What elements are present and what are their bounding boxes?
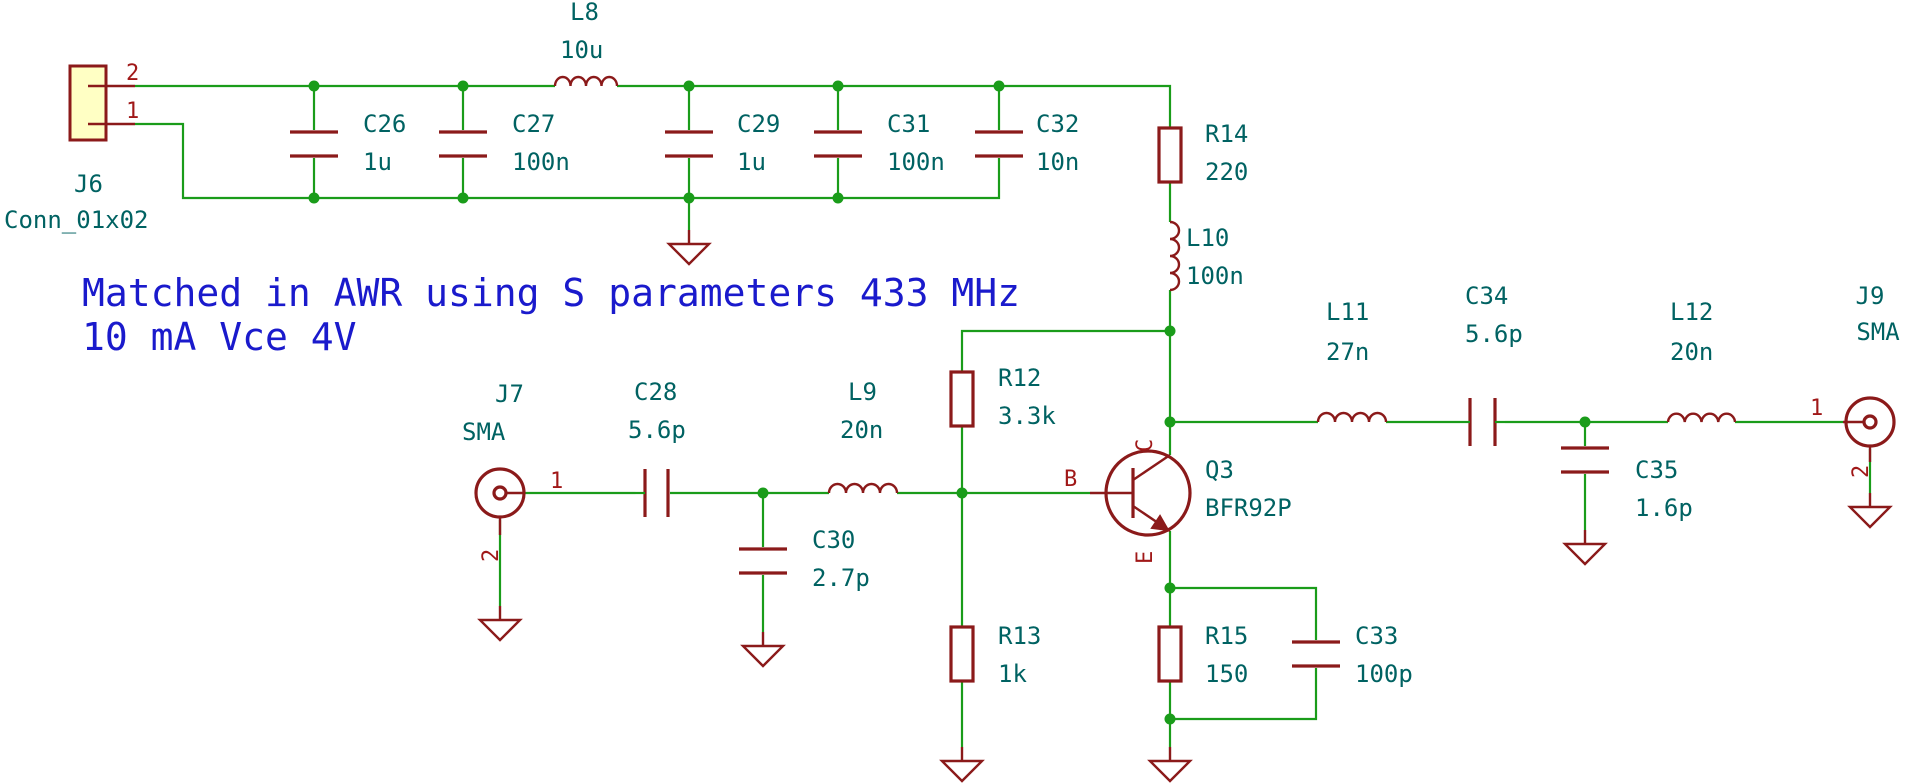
capacitor-c34: C34 5.6p (1460, 282, 1523, 446)
q3-pin-b: B (1064, 467, 1077, 492)
j6-pin-2: 2 (126, 61, 139, 86)
inductor-l12: L12 20n (1666, 298, 1737, 423)
q3-ref: Q3 (1205, 456, 1234, 484)
capacitor-c32: C32 10n (975, 110, 1079, 176)
c28-value: 5.6p (628, 416, 686, 444)
connector-j7: 1 2 J7 SMA (462, 380, 563, 562)
j9-ref: J9 (1856, 282, 1885, 310)
l8-value: 10u (560, 36, 603, 64)
r13-ref: R13 (998, 622, 1041, 650)
j7-ref: J7 (495, 380, 524, 408)
resistor-r14: R14 220 (1157, 120, 1248, 186)
capacitor-c28: C28 5.6p (628, 378, 686, 517)
capacitor-c35: C35 1.6p (1561, 446, 1693, 522)
ground-symbol (1148, 745, 1192, 783)
capacitor-c31: C31 100n (814, 110, 945, 176)
r12-value: 3.3k (998, 402, 1056, 430)
c33-value: 100p (1355, 660, 1413, 688)
j7-value: SMA (462, 418, 506, 446)
c34-value: 5.6p (1465, 320, 1523, 348)
ground-symbol (1563, 528, 1607, 566)
inductor-l11: L11 27n (1316, 298, 1388, 423)
c29-value: 1u (737, 148, 766, 176)
c31-ref: C31 (887, 110, 930, 138)
r15-value: 150 (1205, 660, 1248, 688)
ground-symbol (478, 604, 522, 642)
l10-ref: L10 (1186, 224, 1229, 252)
capacitor-c26: C26 1u (290, 110, 406, 176)
ground-symbol (741, 630, 785, 668)
j6-pin-1: 1 (126, 99, 139, 124)
j7-pin-2: 2 (479, 549, 504, 562)
ground-symbol (1848, 491, 1892, 529)
r13-value: 1k (998, 660, 1027, 688)
l10-value: 100n (1186, 262, 1244, 290)
c28-ref: C28 (634, 378, 677, 406)
j9-value: SMA (1856, 318, 1900, 346)
l11-ref: L11 (1326, 298, 1369, 326)
transistor-q3: B C E Q3 BFR92P (1064, 439, 1292, 564)
c32-ref: C32 (1036, 110, 1079, 138)
j9-pin-2: 2 (1849, 465, 1874, 478)
junctions (308, 80, 1591, 725)
wires (135, 84, 1872, 747)
note-line-1: Matched in AWR using S parameters 433 MH… (82, 271, 1020, 315)
capacitor-c33: C33 100p (1292, 622, 1413, 688)
connector-j9: 1 2 J9 SMA (1810, 282, 1900, 478)
c26-value: 1u (363, 148, 392, 176)
c33-ref: C33 (1355, 622, 1398, 650)
capacitor-c30: C30 2.7p (739, 526, 870, 592)
wire-ground-rail (135, 122, 1001, 200)
inductor-l10: L10 100n (1169, 220, 1244, 292)
l12-value: 20n (1670, 338, 1713, 366)
r15-ref: R15 (1205, 622, 1248, 650)
resistor-r15: R15 150 (1157, 622, 1248, 688)
c30-ref: C30 (812, 526, 855, 554)
design-note: Matched in AWR using S parameters 433 MH… (82, 271, 1020, 359)
q3-pin-e: E (1133, 551, 1158, 564)
l12-ref: L12 (1670, 298, 1713, 326)
c30-value: 2.7p (812, 564, 870, 592)
c31-value: 100n (887, 148, 945, 176)
j6-value: Conn_01x02 (4, 206, 149, 234)
l8-ref: L8 (570, 0, 599, 26)
wire-supply-rail-2 (617, 84, 1172, 128)
inductor-l8: L8 10u (553, 0, 619, 87)
j7-pin-1: 1 (550, 469, 563, 494)
resistor-r12: R12 3.3k (949, 364, 1056, 430)
c29-ref: C29 (737, 110, 780, 138)
j9-pin-1: 1 (1810, 396, 1823, 421)
resistor-r13: R13 1k (949, 622, 1041, 688)
r14-ref: R14 (1205, 120, 1248, 148)
c27-ref: C27 (512, 110, 555, 138)
l11-value: 27n (1326, 338, 1369, 366)
l9-value: 20n (840, 416, 883, 444)
q3-value: BFR92P (1205, 494, 1292, 522)
l9-ref: L9 (848, 378, 877, 406)
note-line-2: 10 mA Vce 4V (82, 315, 357, 359)
c34-ref: C34 (1465, 282, 1508, 310)
c35-value: 1.6p (1635, 494, 1693, 522)
ground-symbol (667, 228, 711, 266)
c27-value: 100n (512, 148, 570, 176)
r14-value: 220 (1205, 158, 1248, 186)
capacitor-c29: C29 1u (665, 110, 780, 176)
r12-ref: R12 (998, 364, 1041, 392)
c35-ref: C35 (1635, 456, 1678, 484)
inductor-l9: L9 20n (827, 378, 899, 494)
c32-value: 10n (1036, 148, 1079, 176)
c26-ref: C26 (363, 110, 406, 138)
j6-ref: J6 (74, 170, 103, 198)
ground-symbol (940, 745, 984, 783)
connector-j6: 2 1 J6 Conn_01x02 (4, 61, 149, 234)
capacitor-c27: C27 100n (439, 110, 570, 176)
q3-pin-c: C (1133, 439, 1158, 452)
